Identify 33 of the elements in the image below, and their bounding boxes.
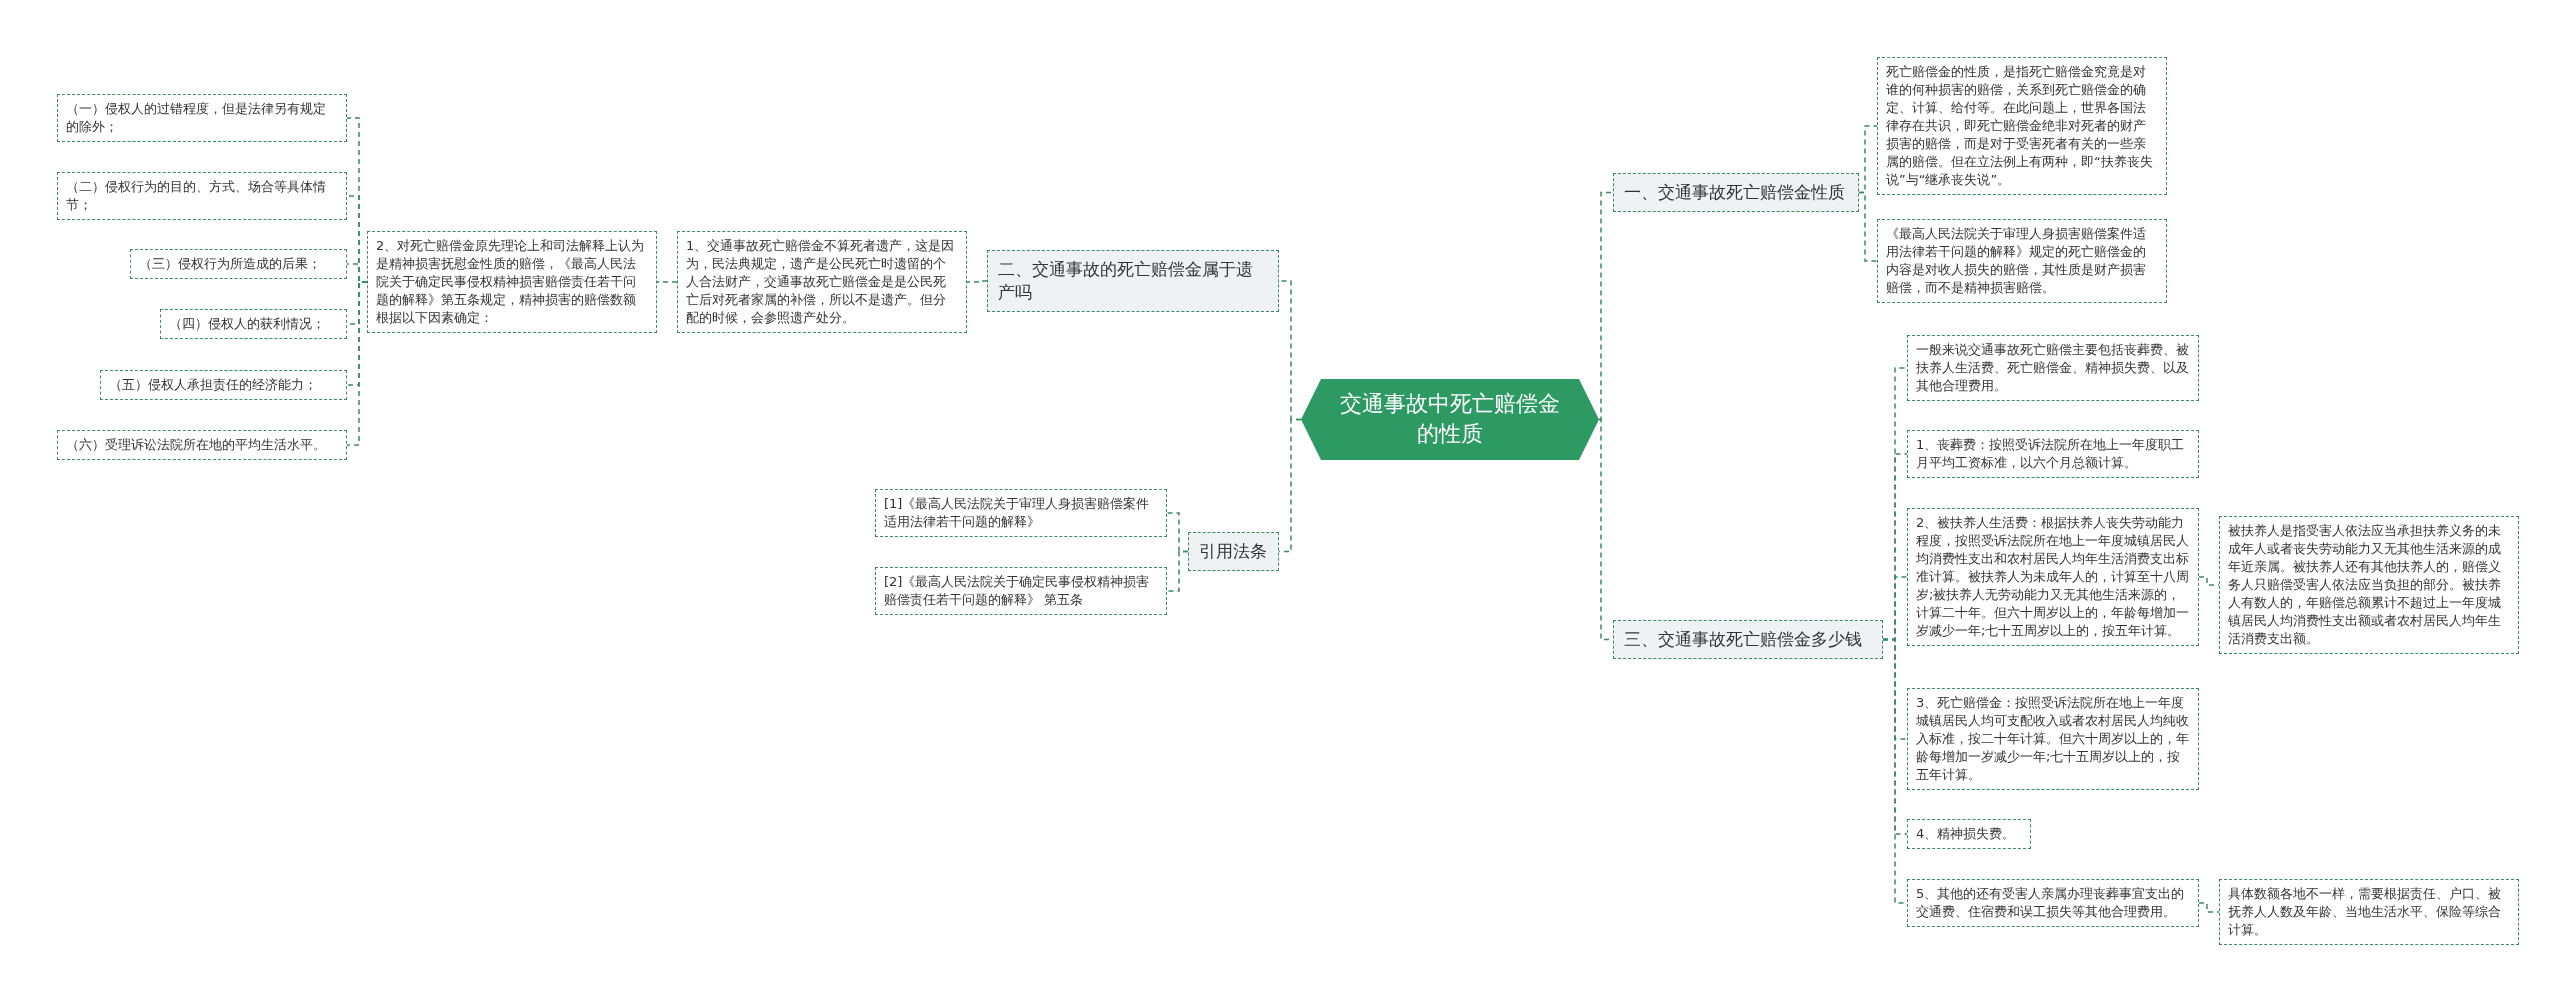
text-box: 3、死亡赔偿金：按照受诉法院所在地上一年度城镇居民人均可支配收入或者农村居民人均纯收入标准，按二十年计算。但六十周岁以上的，年龄每增加一岁减少一年;七十五周岁以上的，按五年计算。 [1907,688,2199,790]
text-box: 一般来说交通事故死亡赔偿主要包括丧葬费、被扶养人生活费、死亡赔偿金、精神损失费、以及其他合理费用。 [1907,335,2199,401]
text-box: 1、交通事故死亡赔偿金不算死者遗产，这是因为，民法典规定，遗产是公民死亡时遗留的个人合法财产，交通事故死亡赔偿金是是公民死亡后对死者家属的补偿，所以不是遗产。但分配的时候，会参照遗产处分。 [677,231,967,333]
text-box: 1、丧葬费：按照受诉法院所在地上一年度职工月平均工资标准，以六个月总额计算。 [1907,430,2199,478]
text-box: 《最高人民法院关于审理人身损害赔偿案件适用法律若干问题的解释》规定的死亡赔偿金的内容是对收人损失的赔偿，其性质是财产损害赔偿，而不是精神损害赔偿。 [1877,219,2167,303]
connector-line [2198,902,2220,913]
topic-text: 交通事故中死亡赔偿金的性质 [1339,390,1561,448]
connector-line [1858,191,1878,262]
text-box: 2、对死亡赔偿金原先理论上和司法解释上认为是精神损害抚慰金性质的赔偿，《最高人民法院关于确定民事侵权精神损害赔偿责任若干问题的解释》第五条规定，精神损害的赔偿数额根据以下因素确定： [367,231,657,333]
text-box: （二）侵权行为的目的、方式、场合等具体情节； [57,172,347,220]
connector-line [656,281,678,283]
text-box: （一）侵权人的过错程度，但是法律另有规定的除外； [57,94,347,142]
text-box: （六）受理诉讼法院所在地的平均生活水平。 [57,430,347,460]
text-box: （五）侵权人承担责任的经济能力； [100,370,347,400]
branch-topic-box: 一、交通事故死亡赔偿金性质 [1613,173,1859,212]
text-box: 具体数额各地不一样，需要根据责任、户口、被抚养人人数及年龄、当地生活水平、保险等综合计算。 [2219,879,2519,945]
connector-line [346,281,368,446]
text-box: 2、被扶养人生活费：根据扶养人丧失劳动能力程度，按照受诉法院所在地上一年度城镇居民人均消费性支出和农村居民人均年生活消费支出标准计算。被扶养人为未成年人的，计算至十八周岁;被扶养人无劳动能力又无其他生活来源的，计算二十年。但六十周岁以上的，年龄每增加一岁减少一年;七十五周岁以上的，按五年计算。 [1907,508,2199,646]
text-box: 5、其他的还有受害人亲属办理丧葬事宜支出的交通费、住宿费和误工损失等其他合理费用。 [1907,879,2199,927]
text-box: [1]《最高人民法院关于审理人身损害赔偿案件适用法律若干问题的解释》 [875,489,1167,537]
branch-topic-box: 三、交通事故死亡赔偿金多少钱 [1613,620,1883,659]
branch-topic-box: 引用法条 [1188,532,1279,571]
connector-line [966,280,988,283]
connector-line [1598,191,1614,421]
text-box: 被扶养人是指受害人依法应当承担扶养义务的未成年人或者丧失劳动能力又无其他生活来源的成年近亲属。被扶养人还有其他扶养人的，赔偿义务人只赔偿受害人依法应当负担的部分。被扶养人有数人的，年赔偿总额累计不超过上一年度城镇居民人均消费性支出额或者农村居民人均年生活消费支出额。 [2219,516,2519,654]
text-box: （三）侵权行为所造成的后果； [130,249,347,279]
text-box: （四）侵权人的获利情况； [160,309,347,339]
text-box: [2]《最高人民法院关于确定民事侵权精神损害赔偿责任若干问题的解释》 第五条 [875,567,1167,615]
central-topic [1301,379,1599,460]
branch-topic-box: 二、交通事故的死亡赔偿金属于遗产吗 [987,250,1279,312]
connector-line [1166,550,1189,592]
text-box: 死亡赔偿金的性质，是指死亡赔偿金究竟是对谁的何种损害的赔偿，关系到死亡赔偿金的确定、计算、给付等。在此问题上，世界各国法律存在共识，即死亡赔偿金绝非对死者的财产损害的赔偿，而是对于受害死者有关的一些亲属的赔偿。但在立法例上有两种，即“扶养丧失说”与“继承丧失说”。 [1877,57,2167,195]
text-box: 4、精神损失费。 [1907,819,2031,849]
